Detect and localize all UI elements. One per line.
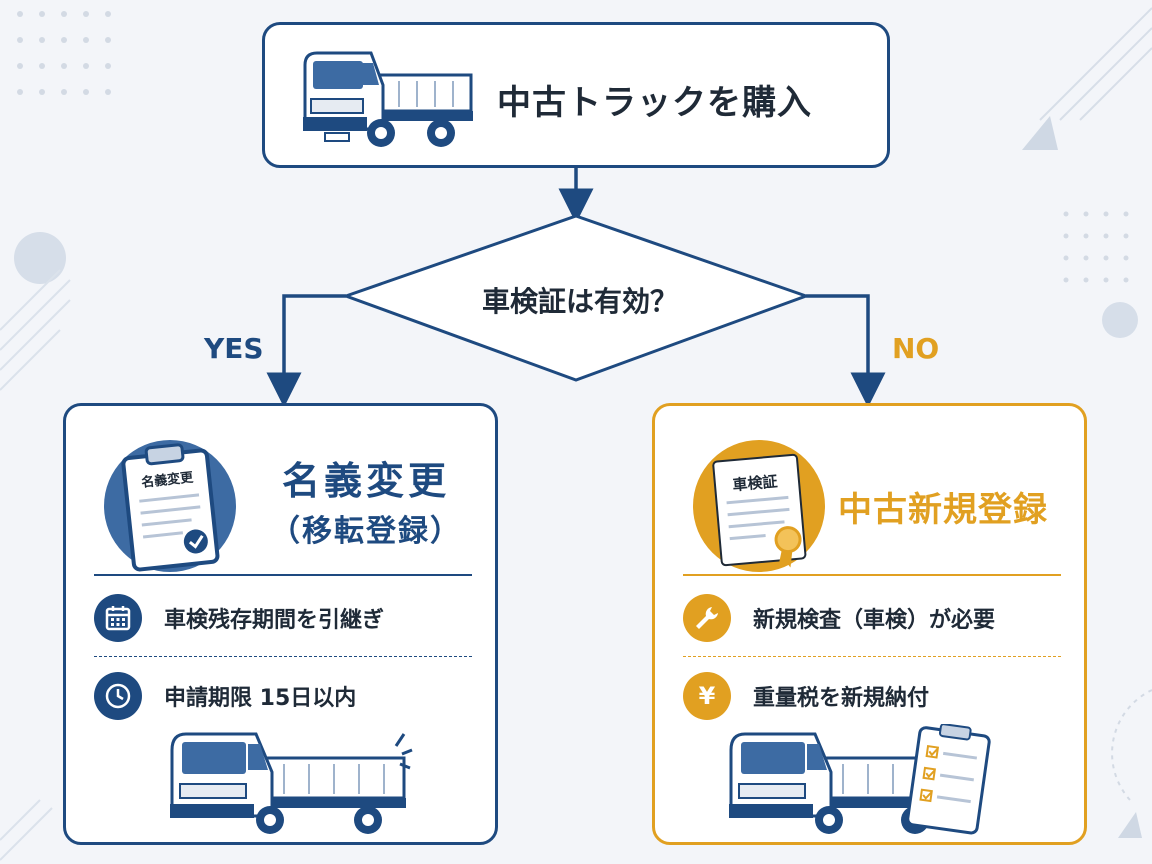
name-change-subtitle: （移転登録） — [270, 514, 462, 549]
triangle-decoration-bottom — [1118, 812, 1142, 838]
dashed-divider — [683, 656, 1061, 657]
list-item-text: 新規検査（車検）が必要 — [753, 608, 996, 633]
list-item: 申請期限 15日以内 — [94, 670, 356, 722]
list-item-text: 申請期限 15日以内 — [164, 686, 357, 711]
diagonal-lines-top-right — [1039, 7, 1152, 121]
new-registration-title: 中古新規登録 — [838, 490, 1048, 530]
clipboard-check-icon: 名義変更 — [104, 440, 236, 572]
svg-text:名義変更: 名義変更 — [141, 469, 195, 490]
truck-with-checklist-icon — [729, 724, 991, 835]
truck-icon — [303, 51, 473, 147]
diagonal-lines-bottom-left — [0, 799, 53, 861]
dashed-arc-decoration — [1111, 689, 1152, 801]
list-item: 車検残存期間を引継ぎ — [94, 592, 384, 644]
circle-decoration-right — [1102, 302, 1138, 338]
truck-icon — [170, 732, 413, 834]
card-divider — [683, 574, 1061, 576]
list-item: ¥ 重量税を新規納付 — [683, 670, 929, 722]
decision-question: 車検証は有効？ — [481, 285, 678, 318]
dashed-divider — [94, 656, 472, 657]
list-item: 新規検査（車検）が必要 — [683, 592, 995, 644]
dot-grid-right — [1063, 211, 1129, 283]
certificate-icon: 車検証 — [693, 440, 825, 572]
decision-diamond — [341, 214, 811, 382]
wrench-icon — [683, 594, 731, 642]
yen-icon: ¥ — [683, 672, 731, 720]
list-item-text: 車検残存期間を引継ぎ — [164, 608, 385, 633]
yes-label: YES — [204, 332, 264, 365]
clock-icon — [94, 672, 142, 720]
no-branch-arrow — [806, 294, 886, 408]
diagonal-lines-left — [0, 269, 71, 391]
start-box: 中古トラックを購入 — [262, 22, 890, 168]
start-title: 中古トラックを購入 — [497, 83, 812, 123]
triangle-decoration — [1022, 116, 1058, 150]
no-label: NO — [892, 332, 940, 365]
circle-decoration-left — [14, 232, 66, 284]
svg-text:車検証: 車検証 — [732, 472, 778, 494]
yes-branch-arrow — [266, 294, 346, 408]
name-change-title: 名義変更 — [281, 459, 450, 503]
card-divider — [94, 574, 472, 576]
name-change-card: 名義変更 名義変更 （移転登録） 車検残存期間を引継ぎ — [63, 403, 498, 845]
calendar-icon — [94, 594, 142, 642]
list-item-text: 重量税を新規納付 — [753, 686, 930, 711]
new-registration-card: 車検証 中古新規登録 新規検査（車検）が必要 ¥ 重量税を新規納付 — [652, 403, 1087, 845]
dot-grid-top-left — [17, 11, 111, 95]
